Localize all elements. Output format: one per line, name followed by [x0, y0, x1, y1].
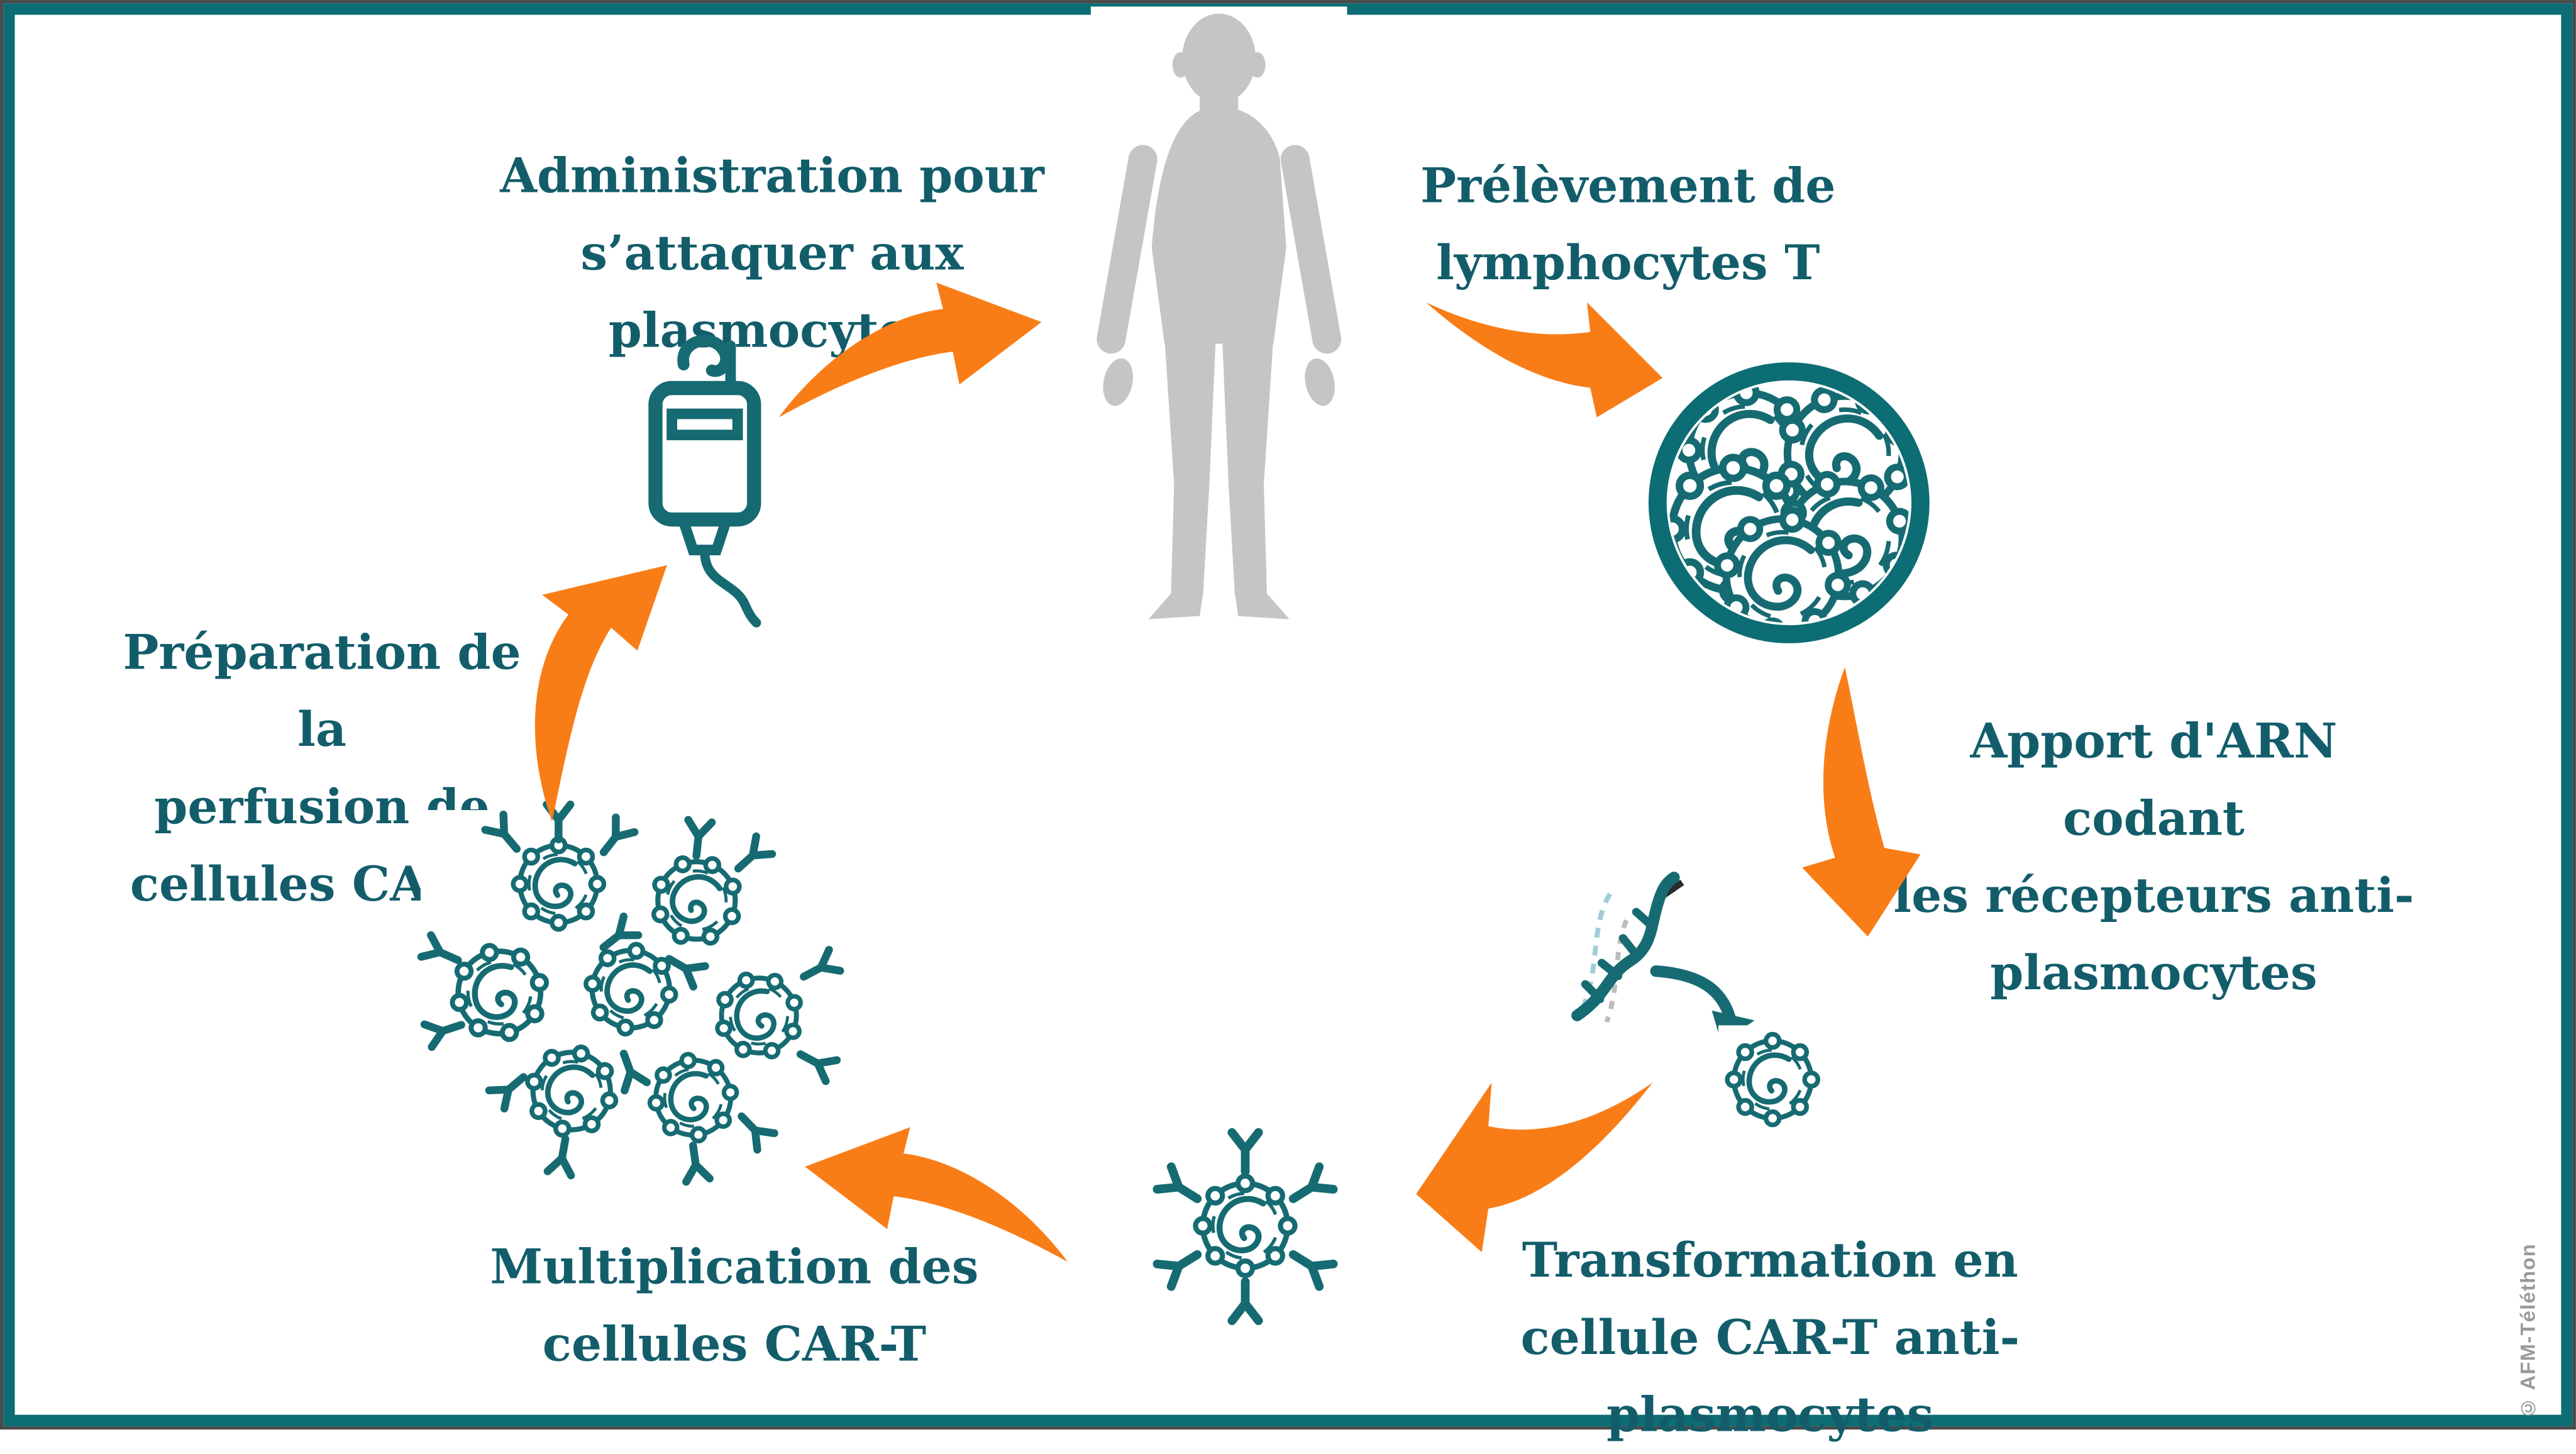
label-transformation: Transformation en cellule CAR-T anti- pl… [1512, 1223, 2029, 1454]
credit-text: © AFM-Téléthon [2516, 1243, 2540, 1420]
label-apport-arn: Apport d'ARN codant les récepteurs anti-… [1882, 703, 2424, 1012]
label-line: Préparation de la [123, 624, 521, 758]
label-line: s’attaquer aux [580, 225, 964, 281]
label-line: cellule CAR-T anti- [1520, 1309, 2020, 1366]
cell-box [1718, 1025, 1827, 1134]
human-box [1090, 6, 1347, 636]
label-prelevement: Prélèvement de lymphocytes T [1390, 148, 1866, 302]
label-line: Apport d'ARN codant [1970, 713, 2338, 846]
car-t-cells-cluster-icon [407, 796, 844, 1174]
label-line: Prélèvement de [1420, 157, 1836, 214]
rna-strand-icon [1571, 872, 1684, 1023]
label-line: lymphocytes T [1436, 235, 1820, 291]
car-t-cell-icon [1137, 1121, 1354, 1331]
arrow-administration-to-body [778, 282, 1042, 418]
arrow-prelevement-to-arn [1802, 667, 1921, 937]
label-line: plasmocytes [1990, 945, 2318, 1001]
iv-bag-icon [648, 335, 761, 628]
arrow-cell-to-cart [1416, 1082, 1653, 1253]
arrow-body-to-prelevement [1425, 302, 1663, 418]
human-body-icon [1097, 13, 1342, 619]
arrow-cart-to-multiplication [805, 1127, 1068, 1262]
label-line: Multiplication des [490, 1239, 979, 1295]
lymphocyte-cell-icon [1718, 1025, 1827, 1133]
arrow-multiplication-to-perfusion [534, 565, 667, 822]
label-line: Administration pour [500, 148, 1044, 204]
label-line: cellules CAR-T [542, 1316, 927, 1372]
label-multiplication: Multiplication des cellules CAR-T [463, 1229, 1005, 1384]
diagram-canvas: Administration pour s’attaquer aux plasm… [3, 3, 2573, 1443]
label-line: plasmocytes [1606, 1387, 1934, 1443]
label-line: Transformation en [1522, 1232, 2018, 1289]
lymphocytes-circle-icon [1648, 362, 1930, 643]
label-line: les récepteurs anti- [1893, 867, 2414, 924]
